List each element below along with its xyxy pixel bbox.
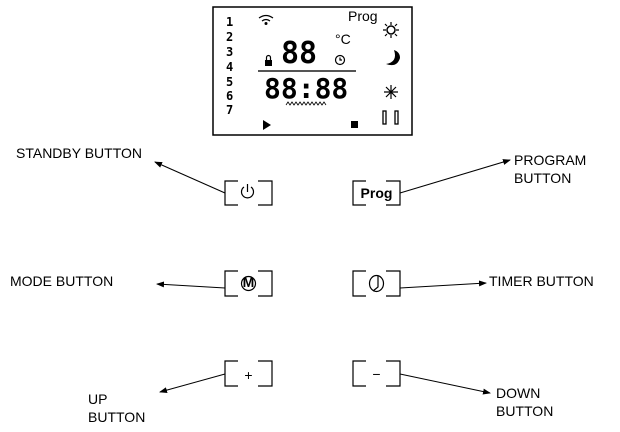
up-label-line1: UP (88, 391, 107, 407)
day-7: 7 (226, 103, 233, 117)
heating-wave-icon (285, 101, 327, 106)
plus-icon: + (244, 367, 252, 383)
power-icon (240, 184, 255, 199)
minus-icon: − (372, 366, 380, 382)
down-label-line2: BUTTON (496, 403, 553, 419)
mode-icon (240, 275, 257, 292)
program-key-text: Prog (361, 185, 393, 201)
up-label-line2: BUTTON (88, 409, 145, 425)
day-3: 3 (226, 45, 233, 59)
lock-icon (265, 54, 272, 66)
callout-arrows (154, 159, 511, 395)
lcd-display: 1 2 3 4 5 6 7 Prog 88 °C (212, 6, 413, 136)
day-5: 5 (226, 75, 233, 89)
mode-key-text: M (243, 274, 255, 290)
time-digits: 88:88 (264, 72, 348, 105)
down-button[interactable]: − (352, 360, 401, 387)
timer-label: TIMER BUTTON (489, 273, 594, 289)
day-indicators: 1 2 3 4 5 6 7 (226, 15, 233, 117)
clock-small-icon (334, 54, 346, 66)
stop-icon (351, 121, 358, 128)
temperature-unit: °C (335, 31, 351, 47)
temperature-digits: 88 (281, 36, 317, 71)
timer-button[interactable] (352, 270, 401, 297)
clock-icon (368, 274, 385, 293)
down-arrow (399, 373, 491, 395)
up-button[interactable]: + (224, 360, 273, 387)
prog-indicator: Prog (348, 8, 378, 24)
mode-arrow (156, 281, 226, 289)
standby-label: STANDBY BUTTON (16, 145, 142, 161)
snowflake-icon (384, 85, 398, 99)
program-button[interactable]: Prog (352, 180, 401, 206)
wifi-icon (258, 14, 274, 26)
day-4: 4 (226, 60, 233, 74)
day-2: 2 (226, 30, 233, 44)
down-label-line1: DOWN (496, 385, 540, 401)
day-6: 6 (226, 89, 233, 103)
program-arrow (399, 159, 511, 194)
program-label-line2: BUTTON (514, 170, 571, 186)
up-arrow (159, 373, 226, 394)
mode-label: MODE BUTTON (10, 273, 113, 289)
moon-icon (386, 50, 400, 66)
standby-arrow (154, 161, 226, 194)
sun-icon (383, 22, 399, 38)
timer-arrow (399, 280, 487, 289)
standby-button[interactable] (224, 180, 273, 206)
play-icon (263, 120, 271, 130)
mode-button[interactable]: M (224, 270, 273, 297)
program-label-line1: PROGRAM (514, 152, 586, 168)
day-1: 1 (226, 15, 233, 29)
window-icon (382, 110, 399, 125)
